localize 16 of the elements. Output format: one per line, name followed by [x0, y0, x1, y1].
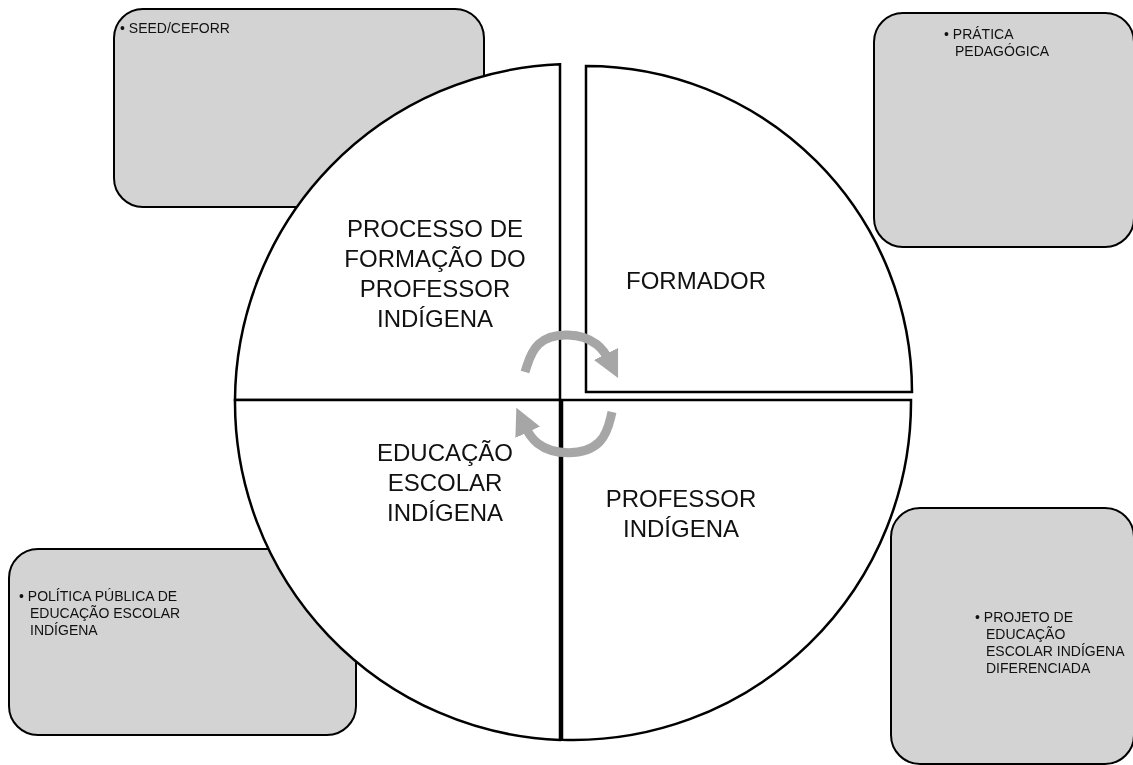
circle-quadrant — [586, 66, 912, 392]
quadrant-label: PROFESSOR INDÍGENA — [604, 484, 758, 544]
bullet-text: • PRÁTICA PEDAGÓGICA — [944, 26, 1051, 60]
bullet-text: • POLÍTICA PÚBLICA DE EDUCAÇÃO ESCOLAR INDÍGENA — [19, 588, 182, 639]
quadrant-label: FORMADOR — [625, 266, 767, 296]
bullet-text: • PROJETO DE EDUCAÇÃO ESCOLAR INDÍGENA DIFERENCIADA — [975, 609, 1125, 677]
circle-quadrant — [562, 400, 911, 740]
rounded-box — [873, 12, 1133, 248]
quadrant-label: EDUCAÇÃO ESCOLAR INDÍGENA — [376, 438, 514, 528]
circle-quadrant — [235, 400, 560, 740]
quadrant-label: PROCESSO DE FORMAÇÃO DO PROFESSOR INDÍGENA — [343, 214, 527, 334]
circle-quadrant — [235, 64, 560, 400]
rounded-box — [8, 548, 357, 736]
curved-arrow — [520, 330, 619, 379]
rounded-box — [890, 507, 1133, 765]
bullet-text: • SEED/CEFORR — [120, 20, 231, 37]
